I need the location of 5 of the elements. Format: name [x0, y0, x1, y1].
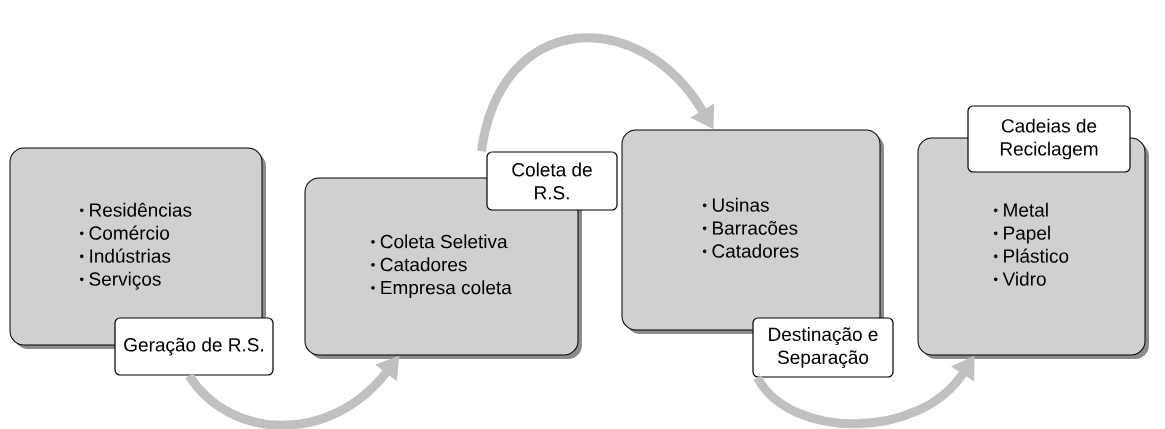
curved-arrow — [477, 33, 715, 153]
label-box: Geração de R.S. — [114, 317, 274, 376]
label-box: Destinação e Separação — [752, 317, 894, 378]
label-box: Coleta de R.S. — [486, 151, 618, 211]
label-box: Cadeias de Reciclagem — [967, 105, 1131, 173]
